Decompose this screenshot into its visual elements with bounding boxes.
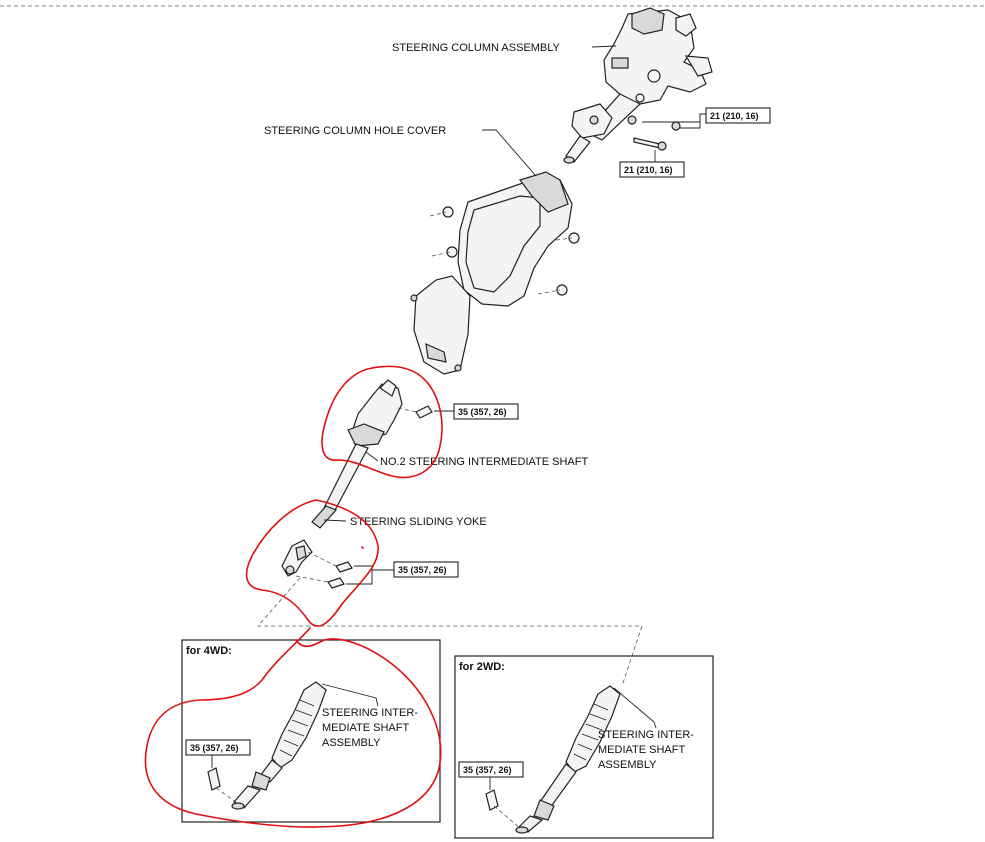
red-dot — [361, 546, 364, 549]
inset-2wd: for 2WD: — [454, 655, 714, 839]
torque-spec-2wd: 35 (357, 26) — [458, 761, 524, 790]
svg-text:21 (210, 16): 21 (210, 16) — [624, 165, 673, 175]
inset-4wd-title: for 4WD: — [186, 645, 232, 657]
nut-icon — [671, 121, 681, 131]
label-shaft-assembly-2wd: STEERING INTER- MEDIATE SHAFT ASSEMBLY — [598, 729, 697, 771]
torque-spec-no2-shaft: 35 (357, 26) — [434, 403, 519, 420]
bolt-icon — [207, 767, 221, 791]
label-shaft-assembly-4wd: STEERING INTER- MEDIATE SHAFT ASSEMBLY — [322, 707, 421, 749]
svg-text:35 (357, 26): 35 (357, 26) — [458, 407, 507, 417]
steering-column-assembly — [563, 7, 713, 164]
label-steering-column-assembly: STEERING COLUMN ASSEMBLY — [392, 42, 561, 54]
label-steering-column-hole-cover: STEERING COLUMN HOLE COVER — [264, 125, 446, 137]
intermediate-shaft-2wd — [515, 685, 621, 834]
svg-text:35 (357, 26): 35 (357, 26) — [398, 565, 447, 575]
bolt-icon — [657, 141, 667, 151]
label-steering-sliding-yoke: STEERING SLIDING YOKE — [350, 516, 487, 528]
red-circle-no2-shaft — [321, 365, 443, 479]
svg-text:21 (210, 16): 21 (210, 16) — [710, 111, 759, 121]
torque-spec-sliding-yoke: 35 (357, 26) — [346, 561, 459, 585]
inset-4wd: for 4WD: — [181, 639, 441, 823]
svg-text:35 (357, 26): 35 (357, 26) — [463, 765, 512, 775]
torque-spec-column-lower: 21 (210, 16) — [619, 150, 685, 178]
red-circle-4wd-shaft — [144, 627, 442, 828]
no2-steering-intermediate-shaft — [311, 379, 433, 529]
steering-sliding-yoke — [281, 539, 353, 589]
guide-lines — [257, 577, 643, 687]
inset-2wd-title: for 2WD: — [459, 661, 505, 673]
svg-text:35 (357, 26): 35 (357, 26) — [190, 743, 239, 753]
intermediate-shaft-4wd — [231, 681, 327, 810]
torque-spec-column-upper: 21 (210, 16) — [642, 107, 771, 129]
label-no2-steering-intermediate-shaft: NO.2 STEERING INTERMEDIATE SHAFT — [380, 456, 588, 468]
bolt-icon — [485, 789, 499, 811]
red-annotations — [144, 365, 443, 828]
nut-icon — [627, 115, 637, 125]
red-circle-sliding-yoke — [245, 499, 379, 627]
torque-spec-4wd: 35 (357, 26) — [185, 739, 251, 768]
steering-column-hole-cover — [410, 171, 580, 375]
